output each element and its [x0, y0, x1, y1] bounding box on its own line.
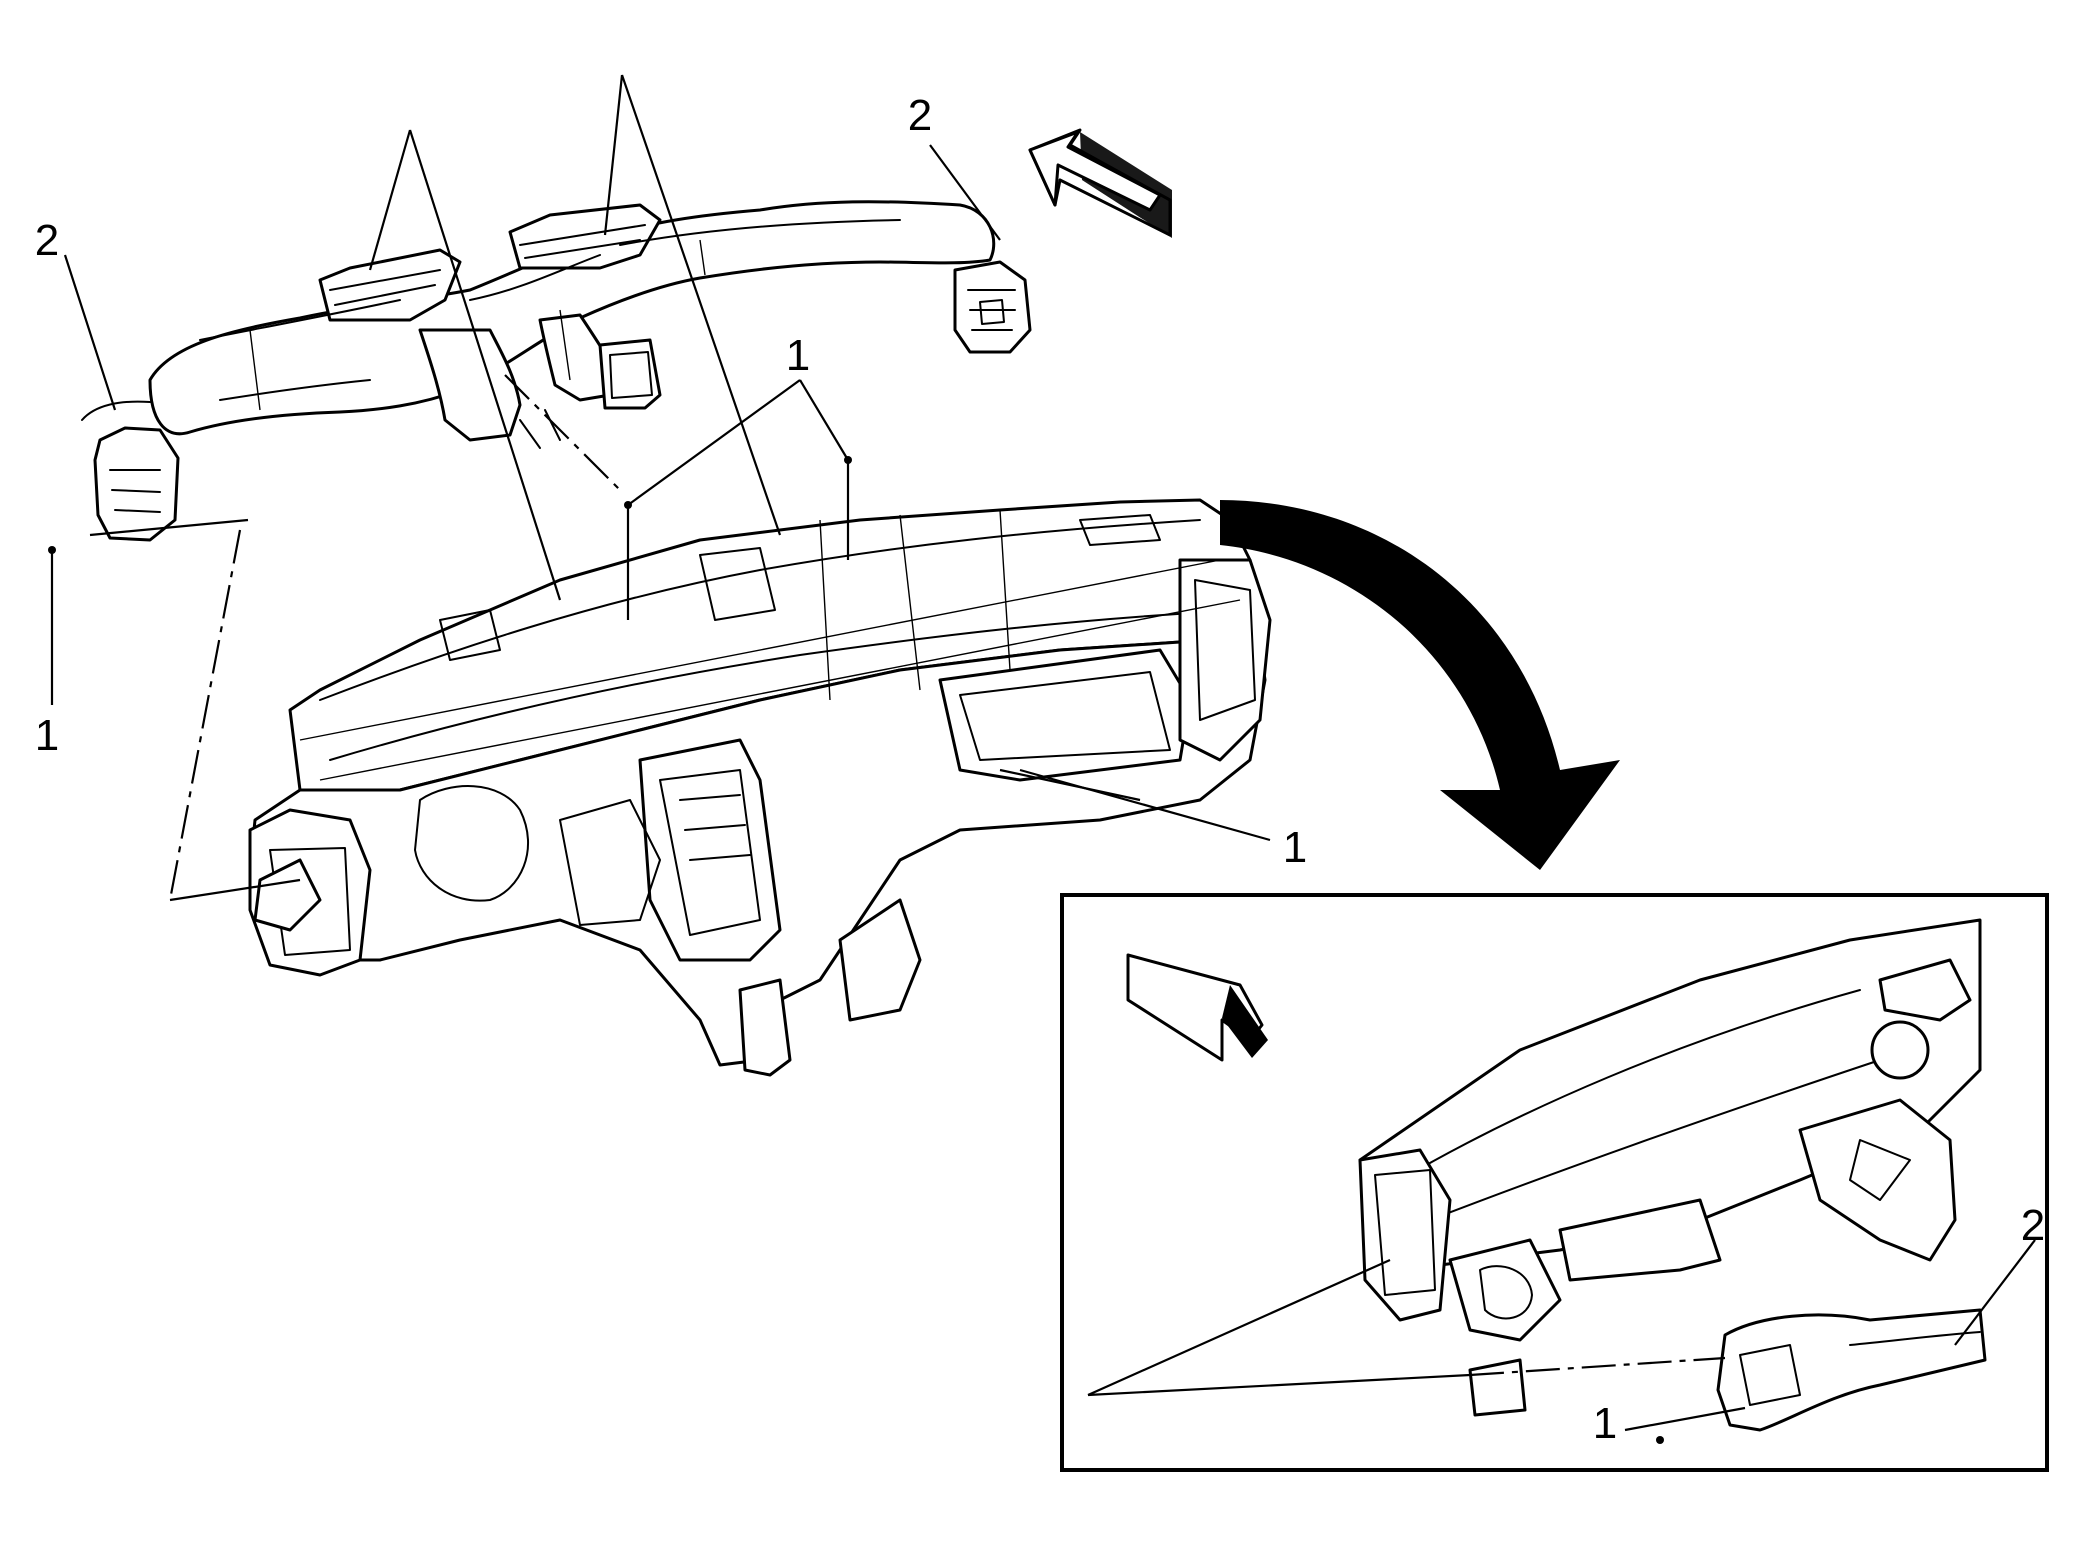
front-direction-arrow-top	[1028, 128, 1172, 238]
callout-duct-right: 2	[908, 91, 932, 140]
callout-fastener-left: 1	[35, 711, 59, 760]
callout-inset-duct: 2	[2021, 1201, 2045, 1250]
leader-lines	[48, 74, 1271, 902]
air-distribution-duct	[81, 200, 1032, 542]
callout-inset-fastener: 1	[1593, 1399, 1617, 1448]
callout-duct-left: 2	[35, 216, 59, 265]
callout-fastener-center: 1	[786, 331, 810, 380]
front-direction-arrow-inset	[1126, 953, 1268, 1062]
detail-inset	[1060, 893, 2049, 1472]
view-detail-arrow	[1220, 500, 1620, 870]
instrument-panel-carrier	[248, 498, 1272, 1077]
callout-fastener-lower: 1	[1283, 823, 1307, 872]
